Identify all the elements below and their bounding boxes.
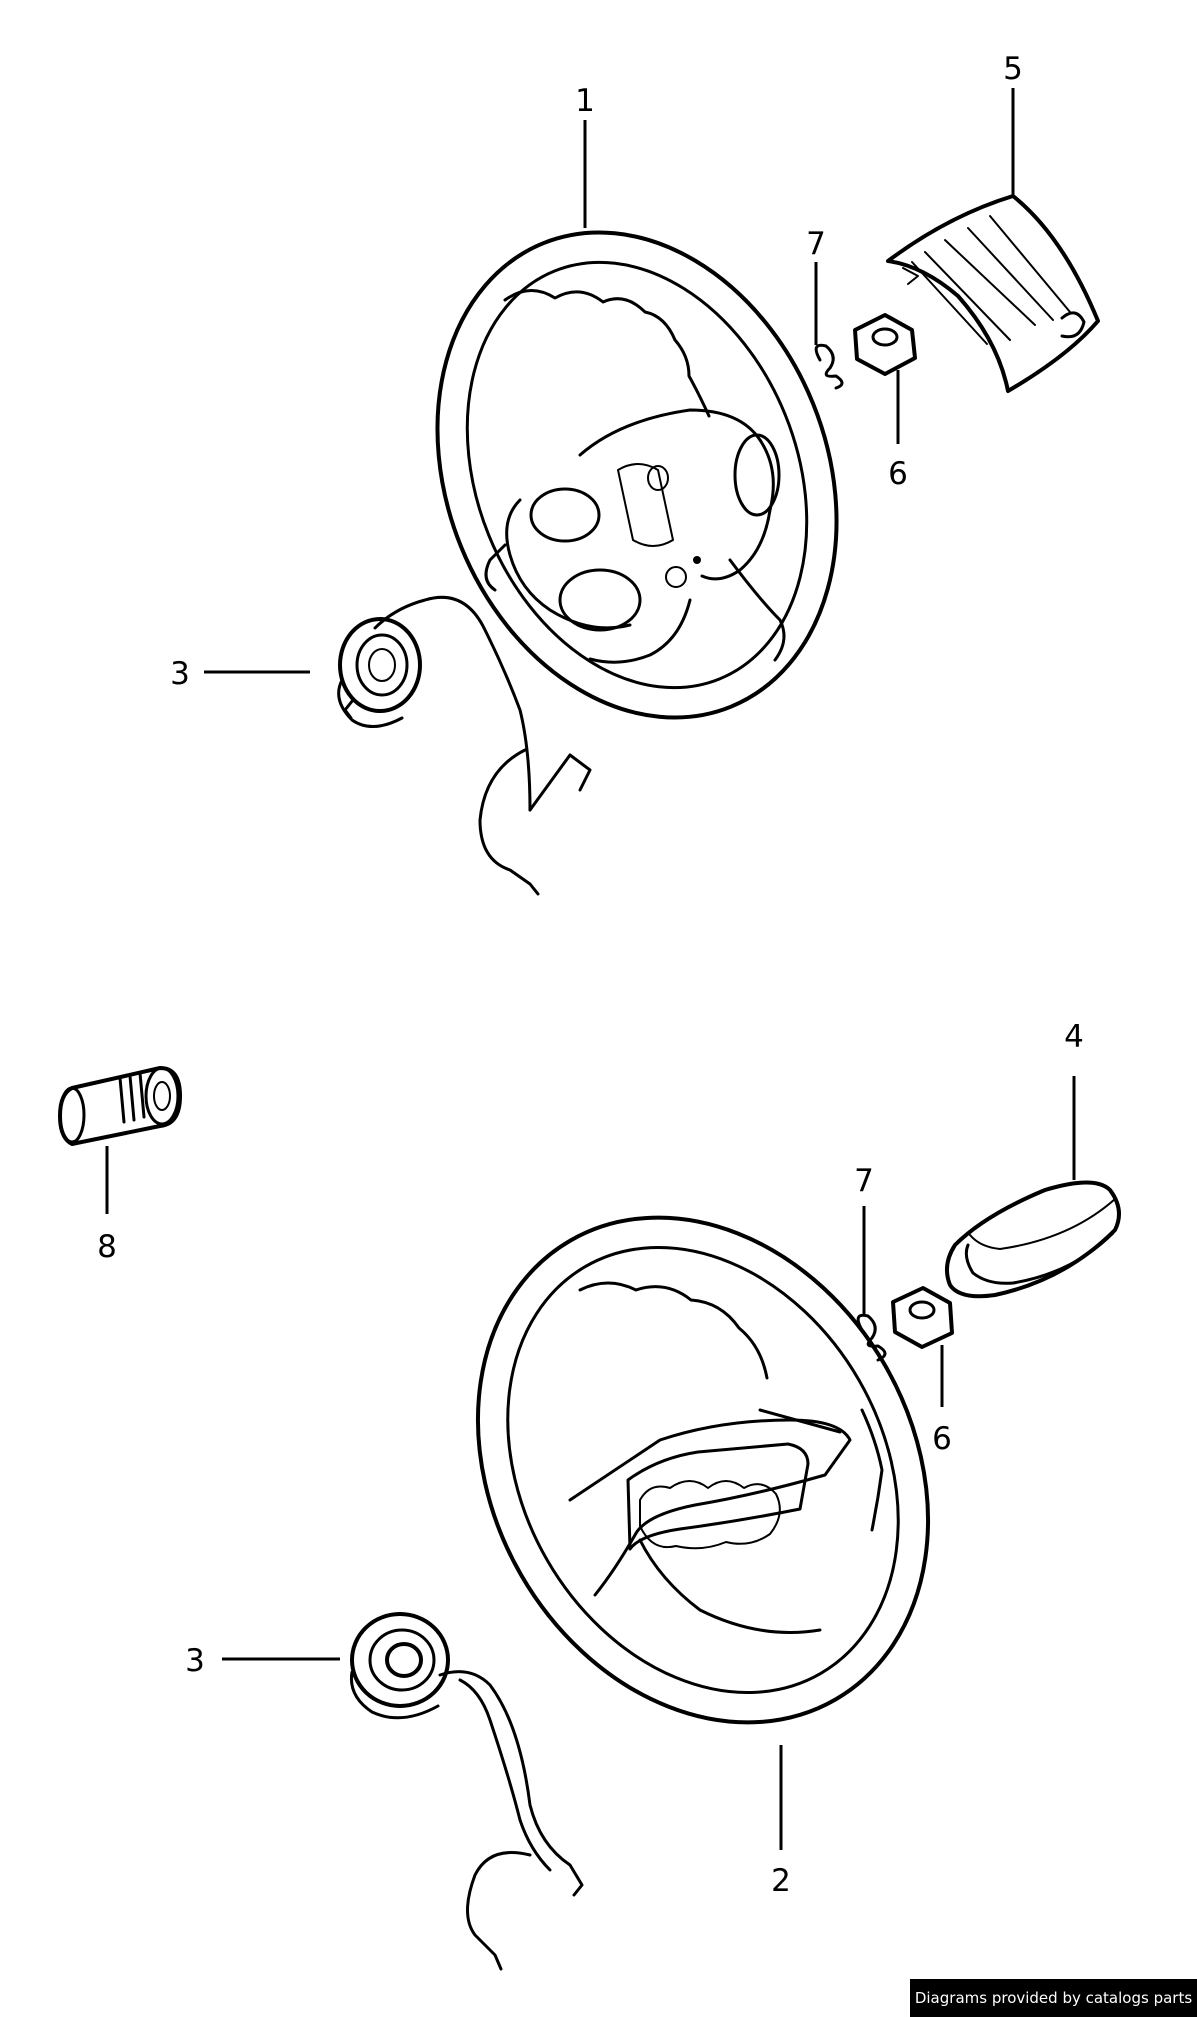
credit-footer: Diagrams provided by catalogs parts [910,1979,1197,2017]
nut-upper [853,313,917,376]
cable-reel-upper [337,595,592,896]
callout-c1: 1 [575,83,595,119]
steering-wheel-upper [435,230,839,720]
callout-c7b: 7 [854,1163,874,1199]
callout-c3a: 3 [170,656,190,692]
callout-c7a: 7 [806,226,826,262]
horn-pad-lower [944,1180,1121,1299]
washer-lower [856,1313,887,1362]
lock-cylinder [58,1066,182,1146]
callout-c5: 5 [1003,51,1023,87]
callout-c6b: 6 [932,1421,952,1457]
horn-pad-upper [886,194,1100,393]
callout-c4: 4 [1064,1019,1084,1055]
callout-c2: 2 [771,1863,791,1899]
callout-c3b: 3 [185,1643,205,1679]
nut-lower [891,1286,954,1349]
cable-reel-lower [349,1612,584,1971]
callout-c6a: 6 [888,456,908,492]
callout-labels: 1 5 7 6 3 4 8 7 6 3 2 [97,51,1084,1899]
washer-upper [814,343,844,390]
leader-lines [105,88,1076,1850]
steering-wheel-lower [475,1215,931,1725]
callout-c8: 8 [97,1229,117,1265]
